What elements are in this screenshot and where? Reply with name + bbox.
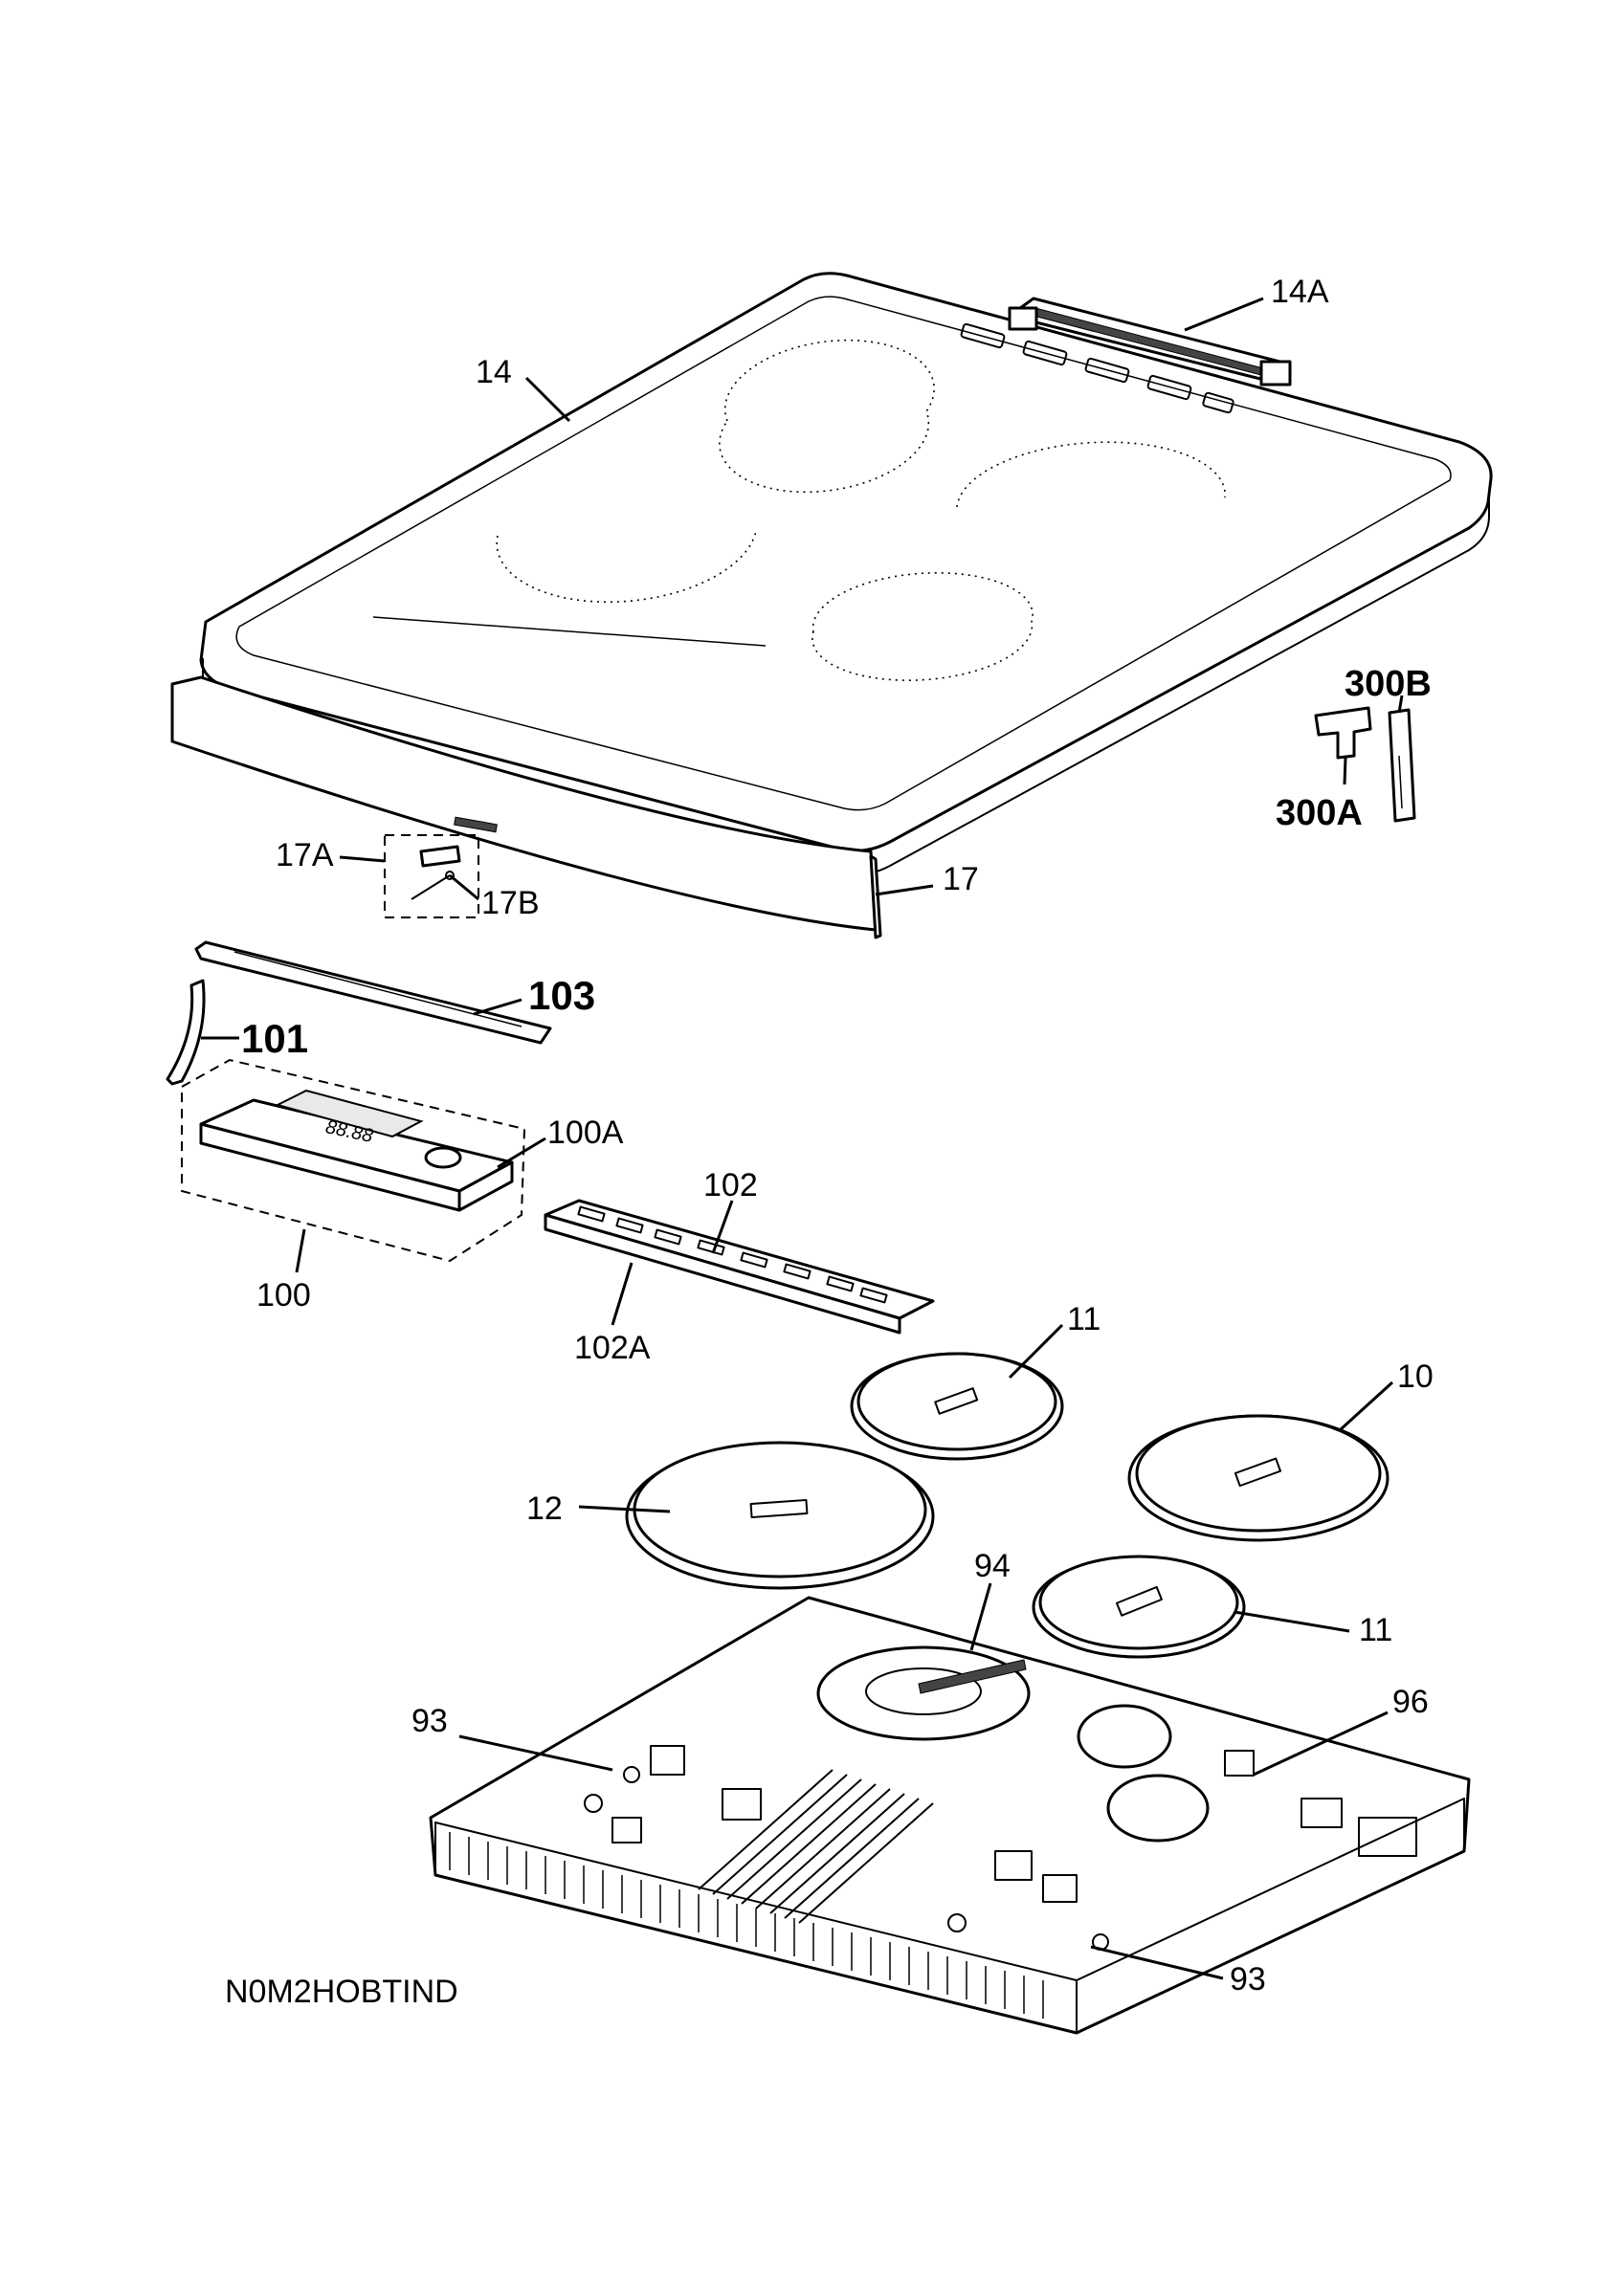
bracket-300b[interactable]	[1388, 708, 1416, 823]
induction-coil-11-lower[interactable]	[1032, 1555, 1246, 1659]
callout-17a: 17A	[276, 837, 334, 873]
callout-93-right: 93	[1230, 1961, 1266, 1998]
base-chassis[interactable]	[429, 1596, 1471, 2035]
callout-93-left: 93	[411, 1703, 448, 1739]
callout-94: 94	[974, 1548, 1011, 1584]
callout-12: 12	[526, 1490, 563, 1527]
callout-17b: 17B	[481, 885, 540, 921]
callout-14: 14	[476, 354, 512, 390]
heatsink	[698, 1769, 934, 1924]
cooling-fins	[449, 1832, 1044, 2019]
callout-102: 102	[703, 1167, 758, 1203]
bracket-300a[interactable]	[1314, 706, 1372, 760]
trim-clip-assembly[interactable]	[384, 834, 479, 918]
induction-coil-12[interactable]	[625, 1441, 935, 1590]
callout-labels: 14A 14 300B 300A 17A 17B 17 103 101 100A…	[241, 274, 1434, 1998]
callout-103: 103	[528, 973, 595, 1018]
diagram-code: N0M2HOBTIND	[225, 1974, 458, 2010]
callout-11-upper: 11	[1067, 1301, 1101, 1337]
callout-14a: 14A	[1271, 274, 1329, 310]
leader-lines	[201, 297, 1404, 1980]
circuit-components	[584, 1745, 1417, 1951]
callout-300a: 300A	[1276, 793, 1363, 833]
control-keypad-windows	[960, 322, 1234, 414]
callout-101: 101	[241, 1016, 308, 1061]
control-bracket[interactable]	[1008, 297, 1292, 386]
induction-coil-11-upper[interactable]	[850, 1352, 1064, 1461]
control-module[interactable]	[181, 1058, 526, 1263]
callout-17: 17	[943, 861, 979, 897]
ribbon-cable[interactable]	[166, 979, 206, 1086]
callout-100: 100	[256, 1277, 311, 1314]
capacitors	[1077, 1704, 1210, 1843]
callout-100a: 100A	[547, 1115, 624, 1151]
power-board[interactable]	[544, 1199, 935, 1335]
callout-102a: 102A	[574, 1330, 651, 1366]
fan-assembly	[816, 1645, 1031, 1741]
induction-coil-10[interactable]	[1127, 1414, 1390, 1542]
callout-96: 96	[1392, 1684, 1429, 1720]
callout-300b: 300B	[1345, 664, 1432, 704]
callout-10: 10	[1397, 1358, 1434, 1395]
callout-11-lower: 11	[1359, 1612, 1392, 1648]
front-trim[interactable]	[170, 675, 882, 939]
